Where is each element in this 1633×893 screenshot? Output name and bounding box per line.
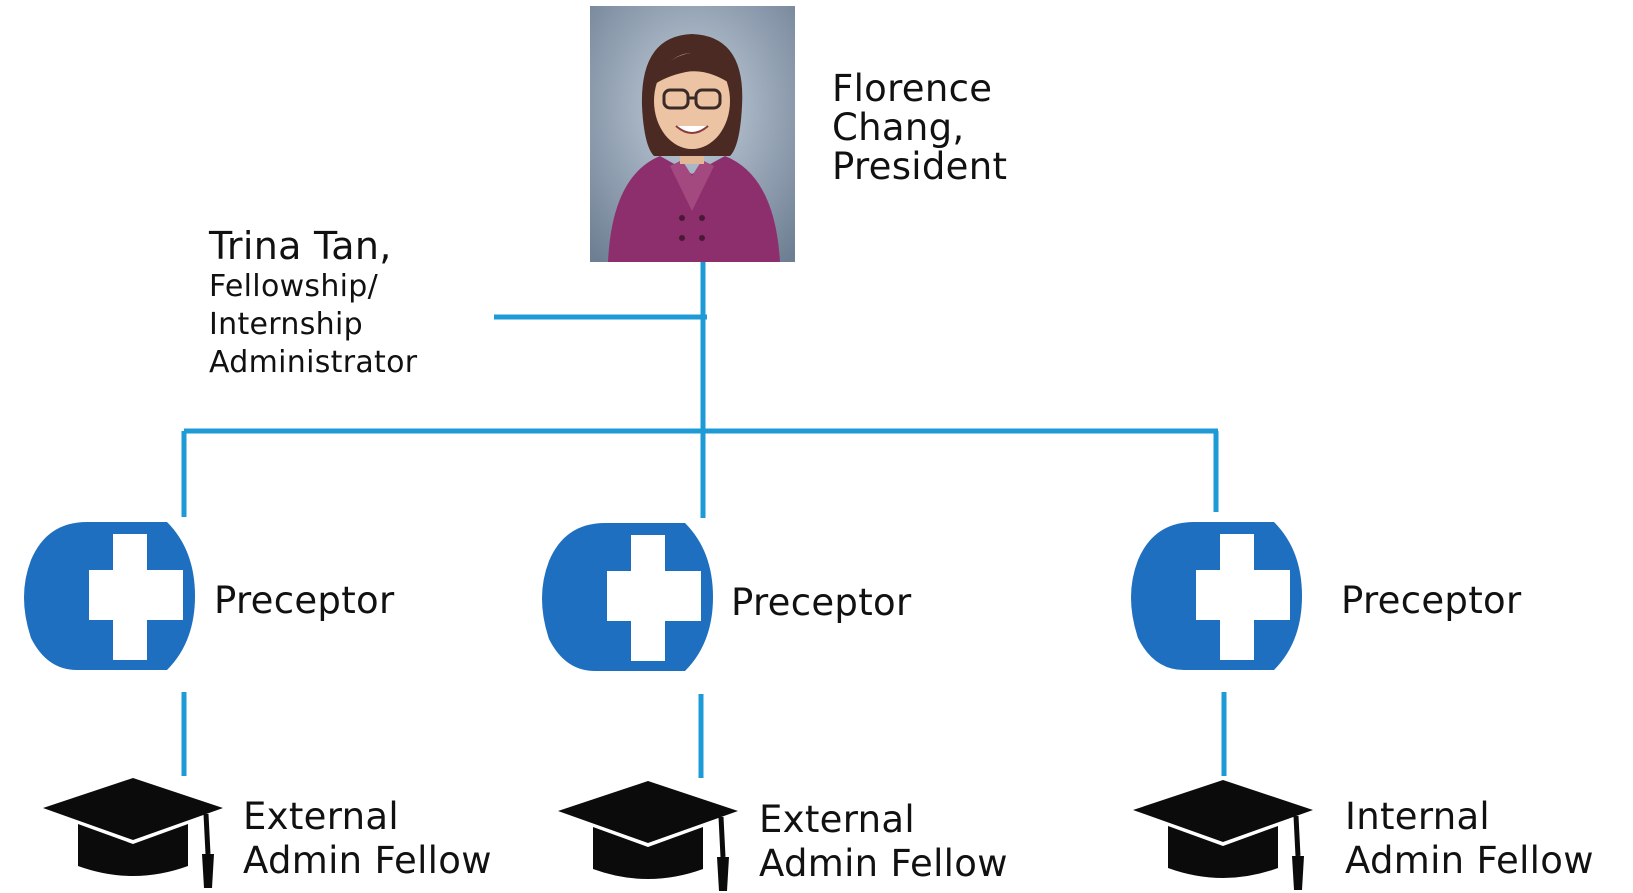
president-name-line1: Florence xyxy=(832,67,993,110)
fellow-type-right: Internal xyxy=(1345,795,1490,838)
medical-cross-logo-icon xyxy=(1131,522,1302,670)
fellow-label-left: External Admin Fellow xyxy=(243,795,492,884)
administrator-label: Trina Tan, Fellowship/ Internship Admini… xyxy=(209,224,418,382)
fellow-type-left: External xyxy=(243,795,399,838)
graduation-cap-icon xyxy=(558,781,738,891)
preceptor-label-right: Preceptor xyxy=(1341,579,1522,622)
preceptor-label-left: Preceptor xyxy=(214,579,395,622)
administrator-role-line2: Internship xyxy=(209,306,363,342)
administrator-role-line1: Fellowship/ xyxy=(209,268,379,304)
president-label: Florence Chang, President xyxy=(832,67,1008,188)
medical-cross-logo-icon xyxy=(24,522,195,670)
administrator-name: Trina Tan, xyxy=(209,224,392,268)
fellow-role-left: Admin Fellow xyxy=(243,839,492,883)
fellow-label-right: Internal Admin Fellow xyxy=(1345,795,1594,884)
medical-cross-logo-icon xyxy=(542,523,713,671)
fellow-role-center: Admin Fellow xyxy=(759,842,1008,886)
fellow-role-right: Admin Fellow xyxy=(1345,839,1594,883)
graduation-cap-icon xyxy=(43,778,223,888)
president-name-line2: Chang, xyxy=(832,105,965,149)
fellow-label-center: External Admin Fellow xyxy=(759,798,1008,887)
president-portrait-photo xyxy=(590,6,795,262)
administrator-role-line3: Administrator xyxy=(209,344,418,380)
graduation-cap-icon xyxy=(1133,780,1313,890)
president-title: President xyxy=(832,144,1008,188)
fellow-type-center: External xyxy=(759,798,915,841)
preceptor-label-center: Preceptor xyxy=(731,581,912,624)
